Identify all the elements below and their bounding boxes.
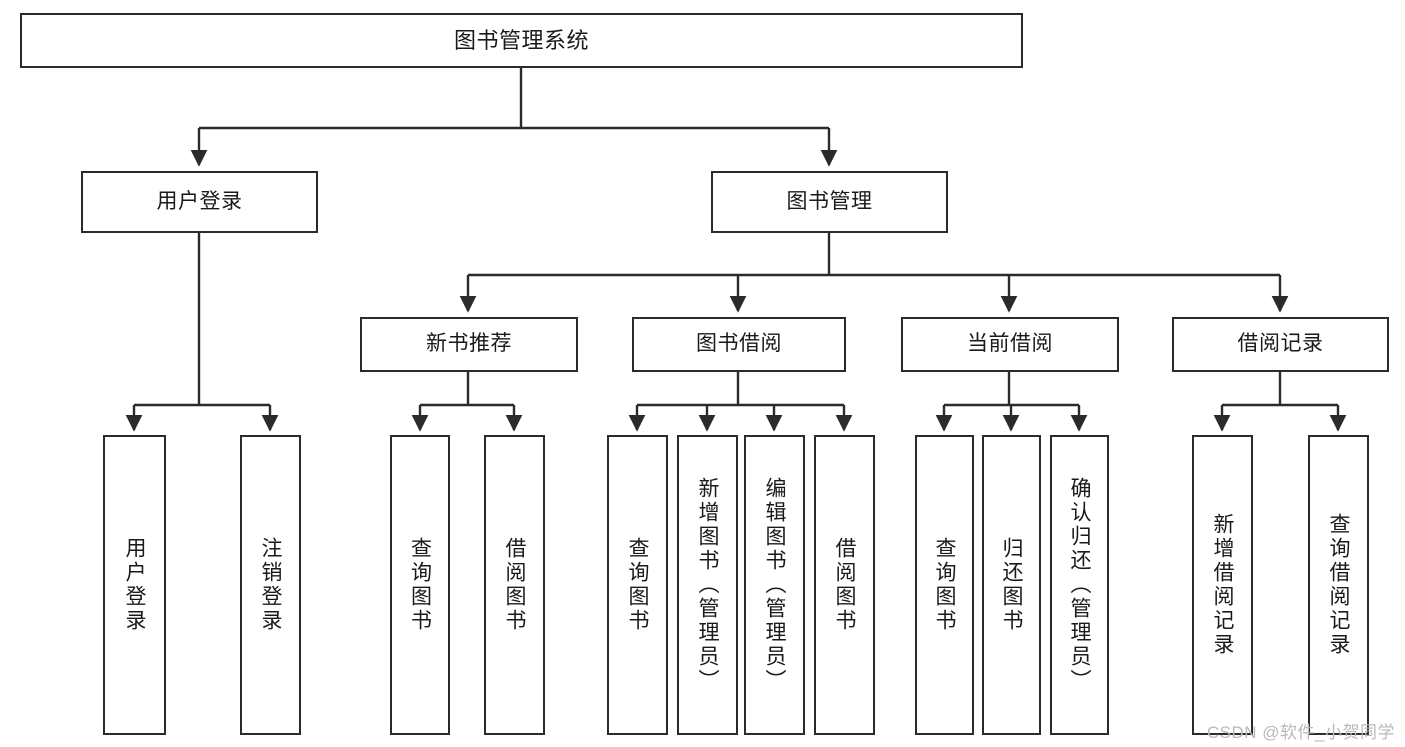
leaf-user-login[interactable]: 用户登录 xyxy=(103,435,166,735)
leaf-query-borrow-record-label: 查询借阅记录 xyxy=(1327,513,1350,657)
leaf-add-borrow-record-label: 新增借阅记录 xyxy=(1211,513,1234,657)
node-borrow-record-label: 借阅记录 xyxy=(1237,332,1324,356)
leaf-query-book-current[interactable]: 查询图书 xyxy=(915,435,974,735)
leaf-confirm-return-admin-label: 确认归还（管理员） xyxy=(1068,477,1091,693)
node-root[interactable]: 图书管理系统 xyxy=(20,13,1023,68)
leaf-add-book-admin[interactable]: 新增图书（管理员） xyxy=(677,435,738,735)
node-new-book-recommend-label: 新书推荐 xyxy=(426,332,512,356)
node-current-borrow[interactable]: 当前借阅 xyxy=(901,317,1119,372)
node-root-label: 图书管理系统 xyxy=(453,27,589,53)
leaf-edit-book-admin-label: 编辑图书（管理员） xyxy=(763,477,786,693)
leaf-logout[interactable]: 注销登录 xyxy=(240,435,301,735)
leaf-confirm-return-admin[interactable]: 确认归还（管理员） xyxy=(1050,435,1109,735)
leaf-edit-book-admin[interactable]: 编辑图书（管理员） xyxy=(744,435,805,735)
node-book-management-label: 图书管理 xyxy=(786,189,873,213)
leaf-query-borrow-record[interactable]: 查询借阅记录 xyxy=(1308,435,1369,735)
leaf-query-book-current-label: 查询图书 xyxy=(933,537,956,633)
leaf-return-book[interactable]: 归还图书 xyxy=(982,435,1041,735)
node-book-borrow[interactable]: 图书借阅 xyxy=(632,317,846,372)
leaf-borrow-book-label: 借阅图书 xyxy=(833,537,856,633)
leaf-borrow-book-recommend[interactable]: 借阅图书 xyxy=(484,435,545,735)
leaf-query-book-borrow[interactable]: 查询图书 xyxy=(607,435,668,735)
node-user-login-label: 用户登录 xyxy=(156,189,243,213)
leaf-user-login-label: 用户登录 xyxy=(123,537,146,633)
node-new-book-recommend[interactable]: 新书推荐 xyxy=(360,317,578,372)
leaf-return-book-label: 归还图书 xyxy=(1000,537,1023,633)
leaf-borrow-book[interactable]: 借阅图书 xyxy=(814,435,875,735)
watermark: CSDN @软件_小贺同学 xyxy=(1206,723,1395,742)
leaf-query-book-recommend[interactable]: 查询图书 xyxy=(390,435,450,735)
leaf-borrow-book-recommend-label: 借阅图书 xyxy=(503,537,526,633)
leaf-query-book-borrow-label: 查询图书 xyxy=(626,537,649,633)
leaf-add-book-admin-label: 新增图书（管理员） xyxy=(696,477,719,693)
leaf-query-book-recommend-label: 查询图书 xyxy=(408,537,432,633)
node-book-borrow-label: 图书借阅 xyxy=(696,332,782,356)
node-borrow-record[interactable]: 借阅记录 xyxy=(1172,317,1389,372)
node-book-management[interactable]: 图书管理 xyxy=(711,171,948,233)
leaf-logout-label: 注销登录 xyxy=(259,537,282,633)
node-current-borrow-label: 当前借阅 xyxy=(967,332,1053,356)
leaf-add-borrow-record[interactable]: 新增借阅记录 xyxy=(1192,435,1253,735)
node-user-login[interactable]: 用户登录 xyxy=(81,171,318,233)
